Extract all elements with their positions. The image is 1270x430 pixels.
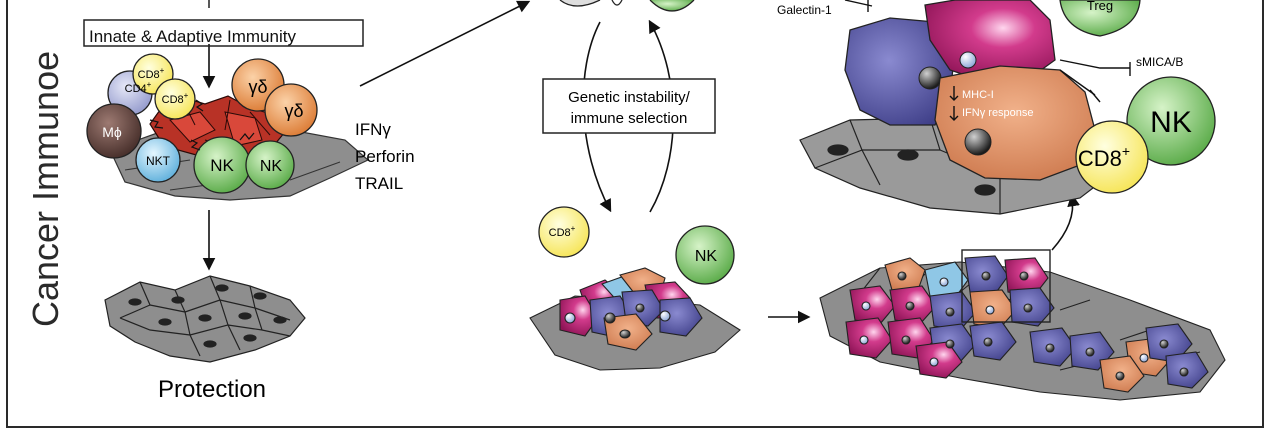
smica-label: sMICA/B xyxy=(1136,55,1183,69)
arrow-to-zoom xyxy=(1051,193,1080,251)
attack-marks xyxy=(149,99,255,151)
gd-cell-right xyxy=(264,83,318,137)
zoom-box xyxy=(961,249,1051,323)
magenta-tumor-cell xyxy=(924,0,1056,81)
mphi-cell xyxy=(86,103,142,159)
nkt-label: NKT xyxy=(146,154,171,168)
nk-cell-right xyxy=(245,140,295,190)
cd8-mid-label: CD8+ xyxy=(162,91,189,106)
galectin-label: Galectin-1 xyxy=(777,3,832,17)
treg-label: Treg xyxy=(1087,0,1113,13)
cd8-cell-mid xyxy=(154,78,196,120)
nk-right-label: NK xyxy=(260,158,283,175)
innate-box-text: Innate & Adaptive Immunity xyxy=(89,27,296,46)
treg-cell xyxy=(1059,0,1141,37)
salmon-tumor-cell xyxy=(934,65,1096,181)
nk-left-label: NK xyxy=(210,156,234,175)
gd-top-label: γδ xyxy=(248,77,267,97)
cd4-label: CD4+ xyxy=(125,80,152,95)
top-cells-partial xyxy=(559,0,695,12)
nk-cell-equilibrium xyxy=(675,225,735,285)
cd8-escape-label: CD8+ xyxy=(1078,143,1130,171)
mphi-label: Mϕ xyxy=(102,124,122,140)
cd8-cell-escape xyxy=(1075,120,1149,194)
nk-cell-escape xyxy=(1126,76,1216,166)
mhc-label: MHC-I xyxy=(962,89,994,101)
cd8-equilibrium-label: CD8+ xyxy=(549,224,576,239)
cd8-top-label: CD8+ xyxy=(138,66,165,81)
nkt-cell xyxy=(135,137,181,183)
protection-label: Protection xyxy=(158,376,266,403)
ifn-response-label: IFNγ response xyxy=(962,107,1034,119)
nk-escape-label: NK xyxy=(1150,106,1192,139)
effector-ifn: IFNγ xyxy=(355,120,391,139)
effector-trail: TRAIL xyxy=(355,174,403,193)
cd8-cell-equilibrium xyxy=(538,206,590,258)
normal-epithelium xyxy=(104,275,306,363)
side-title: Cancer Immunoe xyxy=(25,50,66,327)
genetic-box-border xyxy=(542,78,716,134)
nk-equilibrium-label: NK xyxy=(695,248,718,265)
innate-box-border xyxy=(83,19,364,47)
genetic-box-line1: Genetic instability/ xyxy=(568,89,691,106)
tumor-equilibrium xyxy=(529,267,741,371)
genetic-box-line2: immune selection xyxy=(571,110,688,127)
effector-perforin: Perforin xyxy=(355,147,415,166)
gd-right-label: γδ xyxy=(284,101,303,121)
tumor-escape xyxy=(819,255,1226,401)
inhibition-lines xyxy=(844,0,1131,121)
arrow-to-equilibrium xyxy=(359,0,531,87)
